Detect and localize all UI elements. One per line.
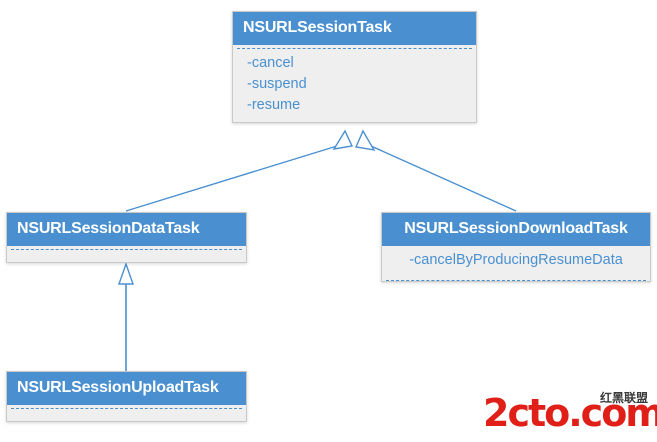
class-separator (386, 280, 646, 281)
class-separator (11, 249, 242, 250)
class-name-nsurlsessiondatatask: NSURLSessionDataTask (7, 213, 246, 246)
class-members-nsurlsessiondownloadtask: -cancelByProducingResumeData (382, 246, 650, 277)
edge-data-to-task (125, 145, 338, 212)
class-member: -cancel (247, 55, 294, 71)
class-box-nsurlsessionuploadtask[interactable]: NSURLSessionUploadTask (6, 371, 247, 422)
class-name-nsurlsessiondownloadtask: NSURLSessionDownloadTask (382, 213, 650, 246)
watermark-chinese-text: 红黑联盟 (599, 391, 648, 405)
class-name-nsurlsessionuploadtask: NSURLSessionUploadTask (7, 372, 246, 405)
class-members-nsurlsessionuploadtask (7, 409, 246, 421)
class-members-nsurlsessiontask: -cancel -suspend -resume (233, 49, 476, 122)
class-box-nsurlsessiondatatask[interactable]: NSURLSessionDataTask (6, 212, 247, 263)
generalization-arrowhead-download (354, 129, 376, 151)
watermark: 2cto.com 红黑联盟 (483, 390, 657, 434)
class-separator (11, 408, 242, 409)
class-separator (237, 48, 472, 49)
watermark-logo-text: 2cto.com (483, 391, 657, 435)
class-box-nsurlsessiondownloadtask[interactable]: NSURLSessionDownloadTask -cancelByProduc… (381, 212, 651, 282)
generalization-arrowhead-upload (118, 261, 134, 285)
class-member: -resume (247, 97, 301, 113)
edge-download-to-task (370, 145, 517, 212)
class-name-nsurlsessiontask: NSURLSessionTask (233, 12, 476, 45)
class-member: -cancelByProducingResumeData (409, 252, 623, 268)
class-members-nsurlsessiondatatask (7, 250, 246, 262)
class-member: -suspend (247, 76, 307, 92)
class-box-nsurlsessiontask[interactable]: NSURLSessionTask -cancel -suspend -resum… (232, 11, 477, 123)
generalization-arrowhead-data (332, 129, 354, 150)
